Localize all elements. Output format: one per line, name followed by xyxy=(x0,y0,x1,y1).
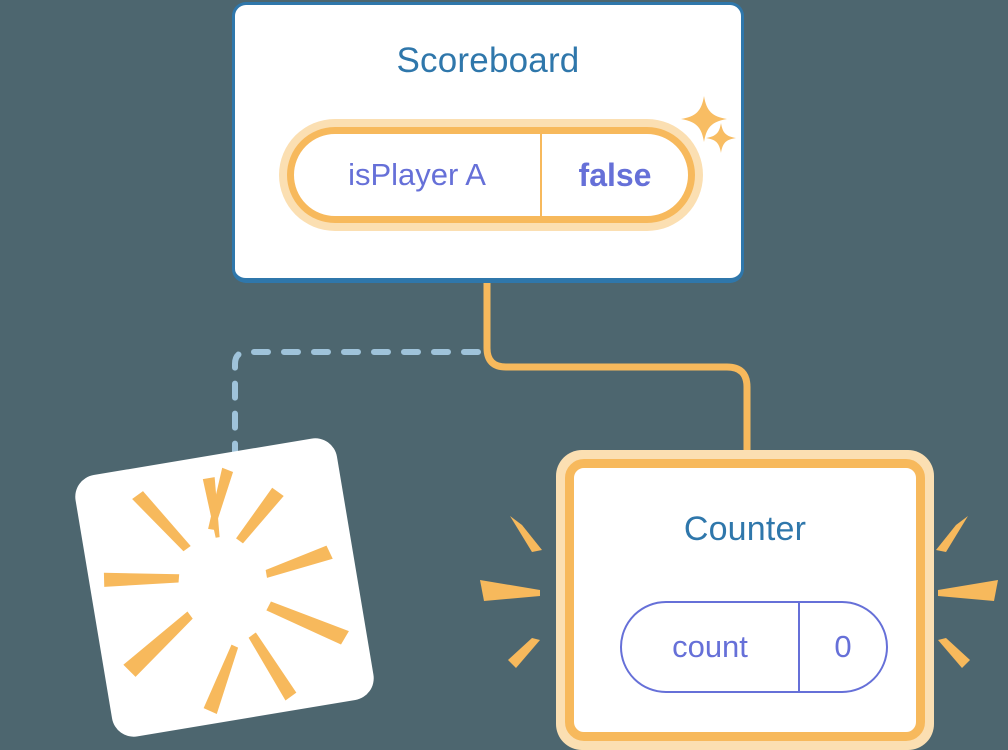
counter-card-title: Counter xyxy=(683,510,807,548)
counter-state-capsule[interactable]: count 0 xyxy=(620,601,888,693)
scoreboard-state-key: isPlayer A xyxy=(294,134,542,216)
solid-connector-scoreboard-to-counter xyxy=(483,283,751,455)
burst-card[interactable] xyxy=(71,434,378,741)
scoreboard-state-value: false xyxy=(578,156,652,193)
counter-card[interactable]: Counter count 0 xyxy=(556,450,934,750)
sparkle-small-icon xyxy=(706,123,736,153)
scoreboard-state-capsule[interactable]: isPlayer A false xyxy=(287,127,695,223)
scoreboard-state-row[interactable]: isPlayer A false xyxy=(279,119,703,231)
counter-state-key: count xyxy=(622,603,800,691)
sparkle-large-icon xyxy=(681,96,727,142)
counter-right-burst-rays-icon xyxy=(936,516,998,668)
counter-state-value: 0 xyxy=(834,629,852,664)
scoreboard-card[interactable]: Scoreboard isPlayer A false xyxy=(232,2,744,283)
counter-card-inner: Counter count 0 xyxy=(565,459,925,741)
scoreboard-card-title: Scoreboard xyxy=(396,41,580,80)
counter-left-burst-rays-icon xyxy=(480,516,542,668)
burst-rays-icon xyxy=(103,467,349,715)
